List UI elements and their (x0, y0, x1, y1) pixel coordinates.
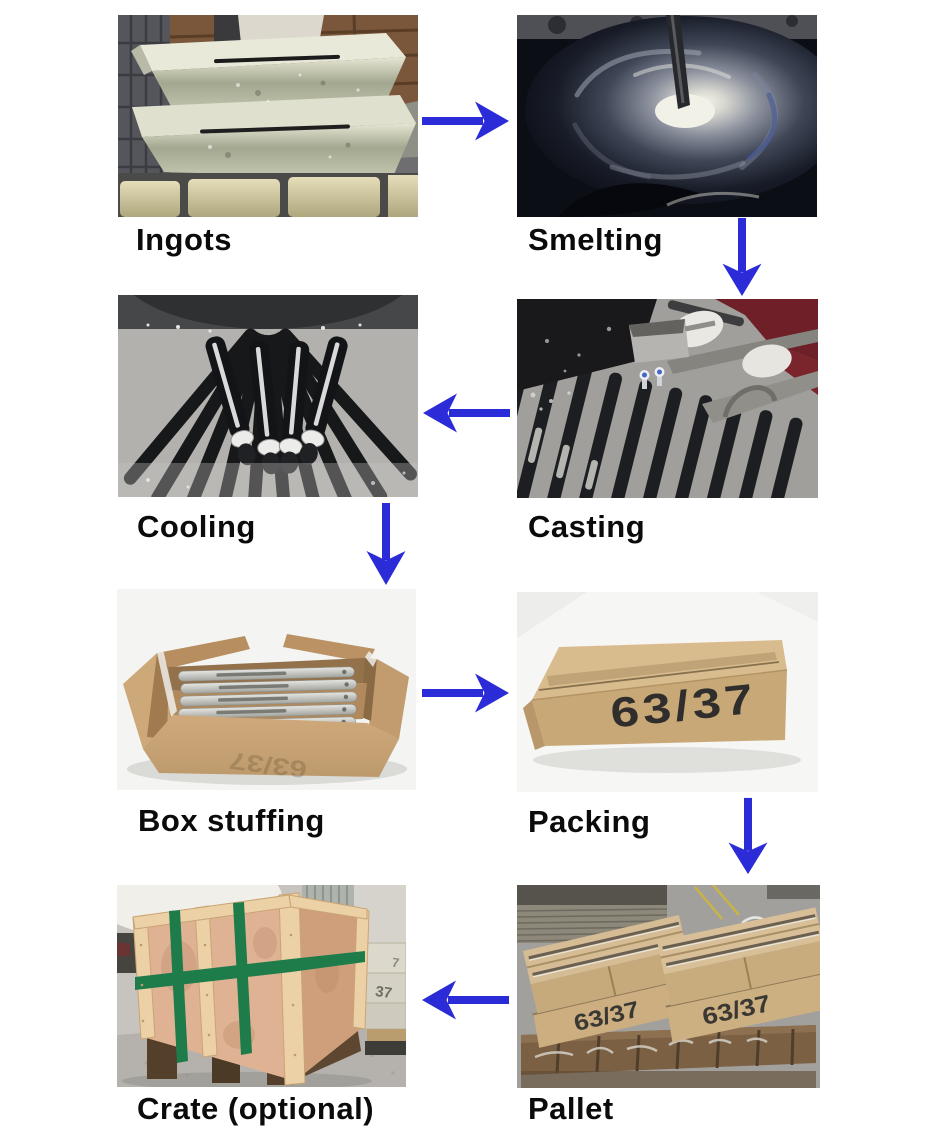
flow-arrow-pallet-to-crate (420, 978, 510, 1022)
packing-photo: 63/37 (517, 592, 818, 792)
step-label-packing: Packing (528, 804, 651, 839)
step-label-cooling: Cooling (137, 509, 256, 544)
casting-photo (517, 299, 818, 498)
flow-arrow-casting-to-cooling (421, 391, 511, 435)
flow-arrow-box-stuffing-to-packing (421, 671, 511, 715)
pallet-photo: 63/37 63/37 (517, 885, 820, 1088)
step-label-pallet: Pallet (528, 1091, 614, 1126)
step-label-box-stuffing: Box stuffing (138, 803, 325, 838)
step-label-crate: Crate (optional) (137, 1091, 375, 1126)
smelting-photo (517, 15, 817, 217)
ingots-photo (118, 15, 418, 217)
flow-arrow-smelting-to-casting (720, 217, 764, 297)
flow-arrow-ingots-to-smelting (421, 99, 511, 143)
box-stuffing-photo: 63/37 (117, 589, 416, 790)
crate-bg-box-print-bottom: 37 (374, 983, 393, 1002)
flow-arrow-cooling-to-box-stuffing (364, 502, 408, 586)
step-label-ingots: Ingots (136, 222, 232, 257)
flow-arrow-packing-to-pallet (726, 797, 770, 875)
crate-photo: 7 37 (117, 885, 406, 1087)
step-label-casting: Casting (528, 509, 646, 544)
crate-bg-box-print-top: 7 (391, 955, 400, 971)
step-label-smelting: Smelting (528, 222, 663, 257)
cooling-photo (118, 295, 418, 497)
